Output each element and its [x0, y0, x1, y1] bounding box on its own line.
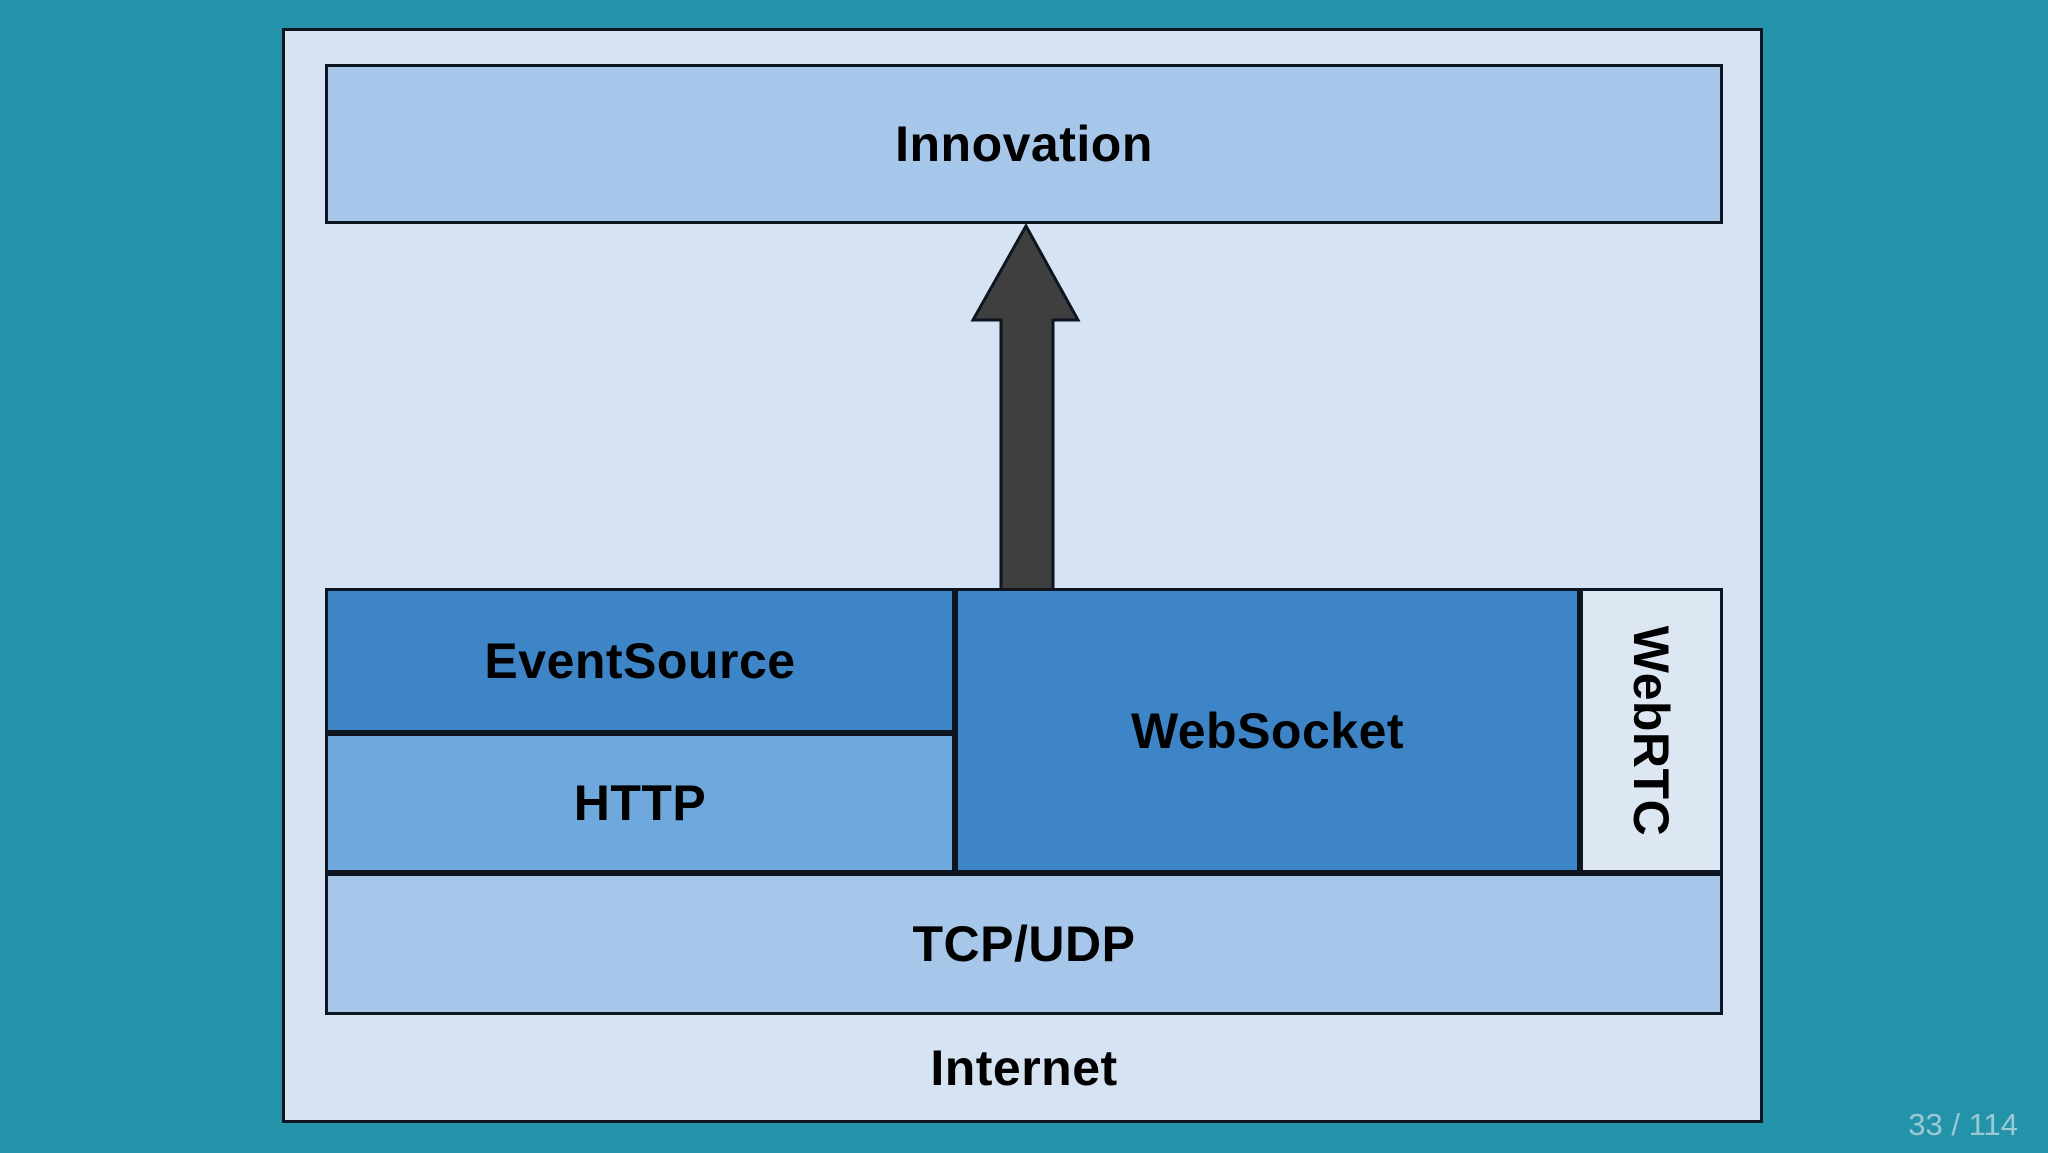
page-indicator: 33 / 114 — [1908, 1107, 2018, 1142]
webrtc-box: WebRTC — [1580, 588, 1723, 873]
tcpudp-box: TCP/UDP — [325, 873, 1723, 1015]
innovation-box: Innovation — [325, 64, 1723, 224]
internet-label-zone: Internet — [325, 1018, 1723, 1118]
http-label: HTTP — [573, 775, 707, 831]
eventsource-box: EventSource — [325, 588, 955, 733]
websocket-box: WebSocket — [955, 588, 1580, 873]
webrtc-label: WebRTC — [1623, 625, 1680, 836]
tcpudp-label: TCP/UDP — [912, 916, 1136, 972]
http-box: HTTP — [325, 733, 955, 873]
eventsource-label: EventSource — [484, 632, 796, 689]
innovation-label: Innovation — [895, 116, 1153, 172]
internet-label: Internet — [930, 1040, 1118, 1096]
websocket-label: WebSocket — [1130, 702, 1405, 759]
